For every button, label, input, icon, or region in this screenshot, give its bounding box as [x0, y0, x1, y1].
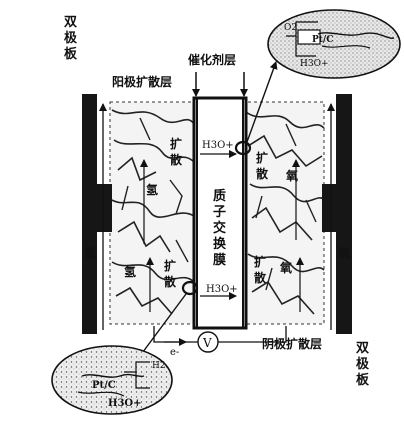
reaction-site-cathode	[234, 140, 252, 156]
oxygen-label-inner-top: 氧	[285, 168, 298, 183]
voltmeter	[197, 331, 219, 353]
hydrogen-label-outer: 氢	[84, 246, 97, 262]
anode-diffusion-layer-label: 阳极扩散层	[112, 74, 172, 89]
external-circuit	[153, 326, 287, 353]
bipolar-plate-label-left: 双 极 板	[64, 15, 82, 62]
reaction-site-anode	[181, 280, 199, 296]
diffusion-label-anode-top: 扩 散	[170, 136, 186, 167]
oxygen-label-outer: 氧	[337, 246, 351, 262]
hydrogen-label-inner-bottom: 氢	[124, 264, 136, 279]
right-bipolar-plate	[322, 94, 352, 334]
hydronium-label-bottom: H3O+	[206, 284, 238, 295]
cathode-zoom-bubble	[267, 9, 401, 79]
cathode-diffusion-layer-label: 阴极扩散层	[262, 336, 322, 351]
zoom-pointer-top	[246, 61, 278, 143]
diffusion-label-cathode-bottom: 扩 散	[254, 254, 270, 285]
hydrogen-label-inner-top: 氢	[146, 182, 158, 197]
diffusion-label-cathode-top: 扩 散	[256, 150, 272, 181]
oxygen-label-inner-bottom: 氧	[279, 260, 292, 275]
anode-diffusion-region	[110, 102, 195, 324]
o2-label: O2	[284, 23, 297, 33]
membrane-label: 质 子 交 换 膜	[213, 188, 231, 268]
hydronium-label-top: H3O+	[202, 140, 234, 151]
pt-c-label-top: Pt/C	[312, 35, 333, 45]
catalyst-layer-label: 催化剂层	[188, 52, 236, 67]
h2-label: H2	[152, 361, 166, 371]
hydronium-label-zoom-top: H3O+	[300, 59, 329, 69]
pt-c-label-bottom: Pt/C	[92, 380, 116, 391]
cathode-diffusion-region	[245, 102, 325, 324]
membrane	[192, 96, 248, 330]
hydronium-label-zoom-bottom: H3O+	[108, 398, 142, 409]
bipolar-plate-label-right: 双 极 板	[356, 341, 374, 388]
anode-zoom-bubble	[51, 345, 173, 415]
diffusion-label-anode-bottom: 扩 散	[164, 258, 180, 289]
voltmeter-label: V	[202, 336, 212, 350]
electron-label: e-	[170, 347, 179, 358]
left-bipolar-plate	[82, 94, 112, 334]
